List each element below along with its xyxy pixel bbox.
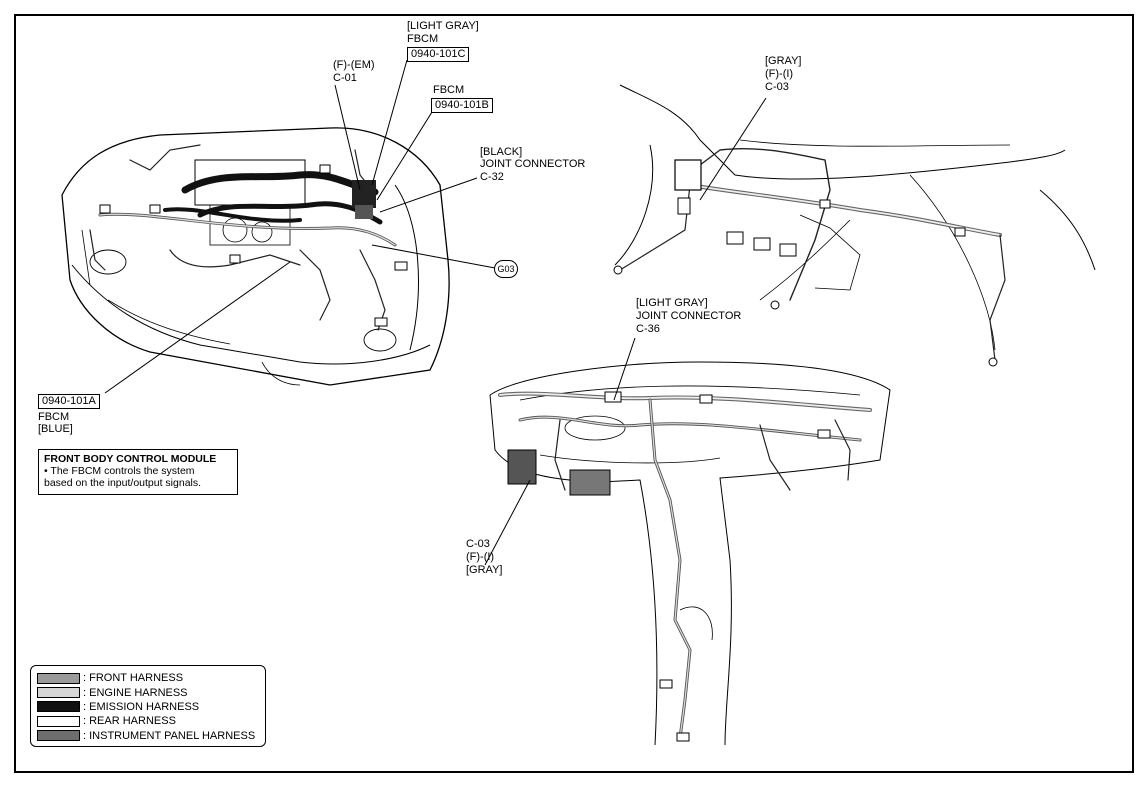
- fbcm-info-line1: • The FBCM controls the system: [44, 465, 195, 477]
- legend-swatch-instrument-panel: [37, 730, 80, 742]
- engine-bay-car: [61, 127, 450, 386]
- black-joint-color: [BLACK]: [480, 146, 523, 158]
- legend-swatch-engine: [37, 687, 80, 699]
- black-joint-code: C-32: [480, 171, 504, 183]
- light-gray-joint-name: JOINT CONNECTOR: [636, 310, 742, 322]
- legend-label-instrument-panel: : INSTRUMENT PANEL HARNESS: [83, 729, 256, 742]
- legend-label-emission: : EMISSION HARNESS: [83, 700, 200, 713]
- fbcm-info-title: FRONT BODY CONTROL MODULE: [44, 453, 217, 465]
- legend-label-rear: : REAR HARNESS: [83, 715, 176, 728]
- light-gray-joint-color: [LIGHT GRAY]: [636, 297, 708, 309]
- fbcm-a-color: [BLUE]: [38, 423, 73, 435]
- front-interior-harness: [613, 147, 1006, 367]
- instrument-panel: [489, 361, 891, 746]
- diagram-frame: [14, 14, 1134, 773]
- light-gray-joint-code: C-36: [636, 323, 660, 335]
- fbcm-b-name: FBCM: [433, 84, 465, 96]
- leader-lines: [104, 59, 767, 566]
- legend-swatch-rear: [37, 715, 80, 727]
- front-interior: [614, 84, 1096, 351]
- light-gray-fbcm-name: FBCM: [407, 33, 439, 45]
- connector-code-0940-101b: 0940-101B: [431, 98, 493, 113]
- gray-c03-code: C-03: [765, 81, 789, 93]
- legend-swatch-front: [37, 672, 80, 684]
- legend-row-rear: : REAR HARNESS: [37, 714, 259, 728]
- legend-label-engine: : ENGINE HARNESS: [83, 686, 188, 699]
- connector-code-0940-101c: 0940-101C: [407, 47, 470, 62]
- legend-row-engine: : ENGINE HARNESS: [37, 685, 259, 699]
- fbcm-info-box: FRONT BODY CONTROL MODULE • The FBCM con…: [38, 449, 238, 495]
- instrument-panel-harness: [498, 391, 872, 742]
- legend-row-instrument-panel: : INSTRUMENT PANEL HARNESS: [37, 729, 259, 743]
- legend-swatch-emission: [37, 701, 80, 713]
- fem-c01-code: C-01: [333, 72, 357, 84]
- c03-bottom-color: [GRAY]: [466, 564, 503, 576]
- c03-bottom-type: (F)-(I): [466, 551, 495, 563]
- fem-c01-type: (F)-(EM): [333, 59, 375, 71]
- ground-g03-badge: G03: [494, 260, 518, 278]
- gray-c03-color: [GRAY]: [765, 55, 802, 67]
- c03-bottom-code: C-03: [466, 538, 490, 550]
- fbcm-info-line2: based on the input/output signals.: [44, 477, 202, 489]
- engine-bay-harness: [89, 144, 408, 331]
- legend-label-front: : FRONT HARNESS: [83, 672, 184, 685]
- fbcm-a-name: FBCM: [38, 411, 70, 423]
- legend-row-front: : FRONT HARNESS: [37, 671, 259, 685]
- connector-code-0940-101a: 0940-101A: [38, 394, 100, 409]
- harness-legend: : FRONT HARNESS : ENGINE HARNESS : EMISS…: [30, 665, 266, 747]
- light-gray-fbcm-color: [LIGHT GRAY]: [407, 20, 479, 32]
- legend-row-emission: : EMISSION HARNESS: [37, 700, 259, 714]
- gray-c03-type: (F)-(I): [765, 68, 794, 80]
- black-joint-name: JOINT CONNECTOR: [480, 158, 586, 170]
